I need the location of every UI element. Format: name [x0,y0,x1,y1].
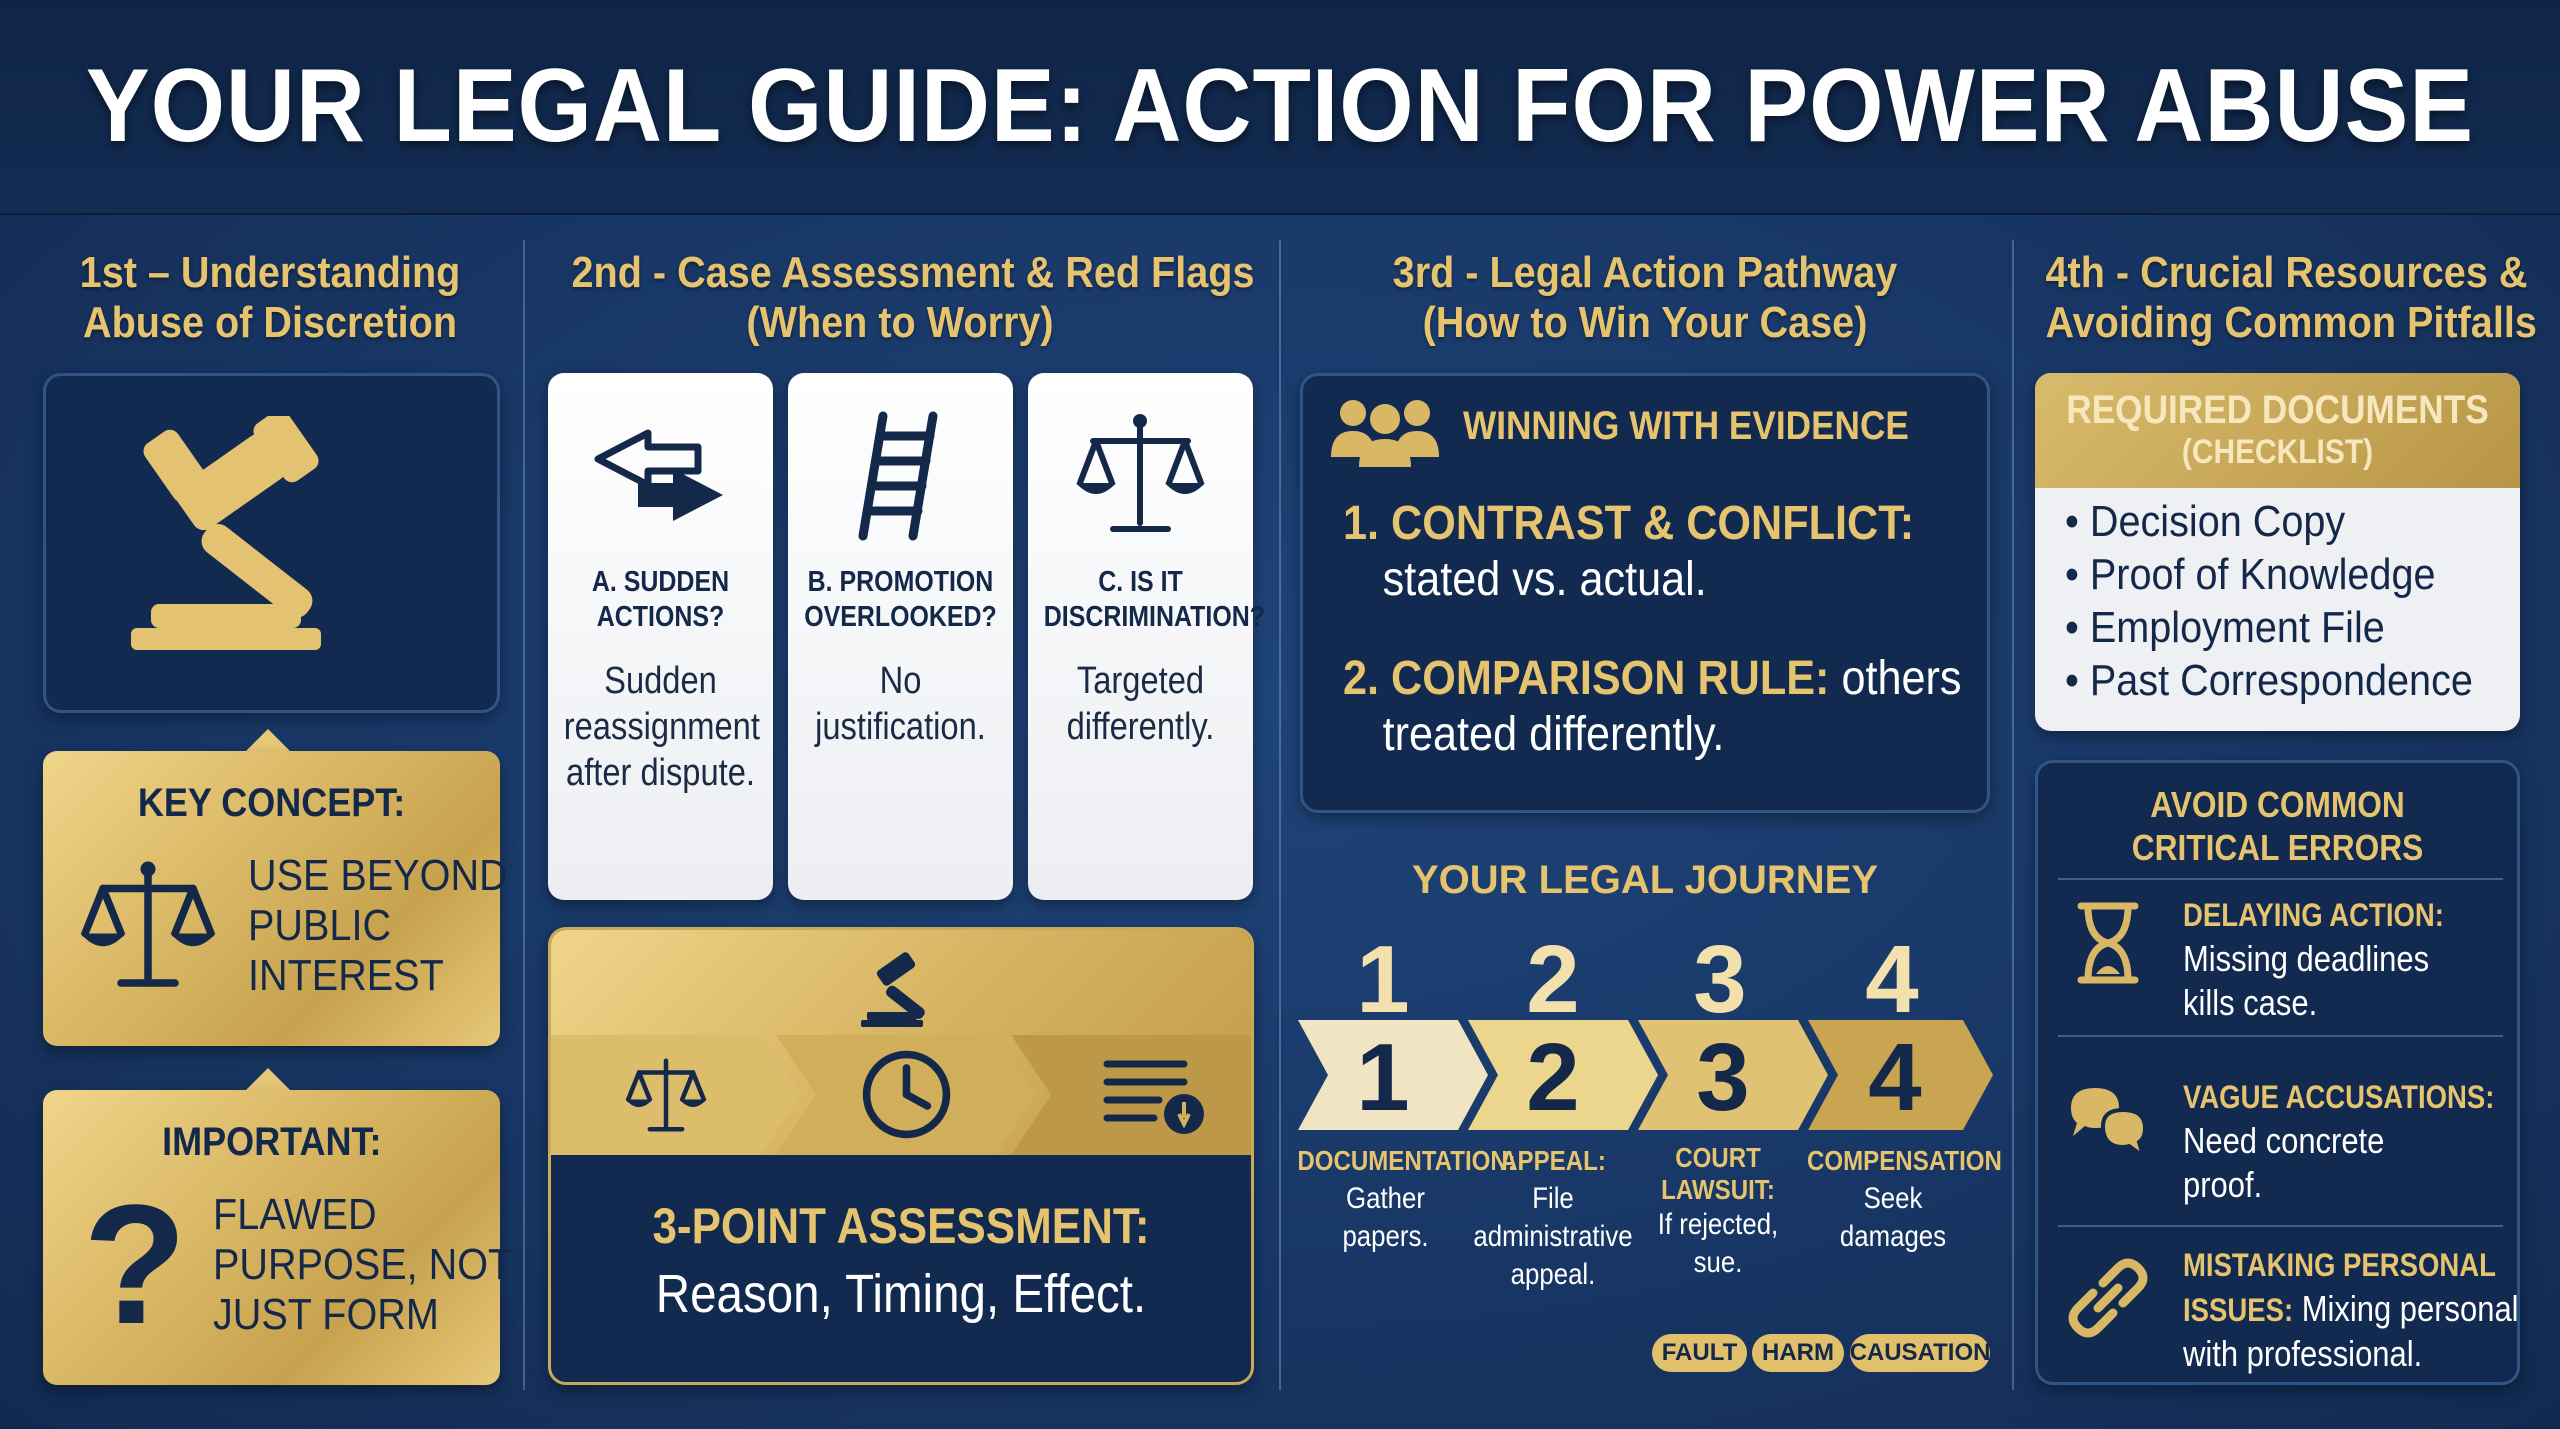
element-pill: CAUSATION [1850,1334,1990,1372]
error-item: DELAYING ACTION: Missing deadlines kills… [2183,897,2444,1023]
journey-step: COURT LAWSUIT: If rejected, sue. [1657,1142,1779,1279]
key-concept-heading: KEY CONCEPT: [137,781,406,825]
chain-link-icon [2068,1258,2148,1338]
journey-step: DOCUMENTATION: Gather papers. [1297,1145,1516,1253]
key-concept-line: PUBLIC [248,901,392,950]
column-1-title: 1st – Understanding Abuse of Discretion [79,248,461,347]
errors-heading: AVOID COMMON CRITICAL ERRORS [2131,784,2424,868]
scales-icon [625,1058,707,1132]
step-chevron-number: 1 [1356,1024,1409,1131]
important-heading: IMPORTANT: [161,1120,382,1164]
docs-header: REQUIRED DOCUMENTS (CHECKLIST) [2035,373,2520,488]
key-concept-line: INTEREST [248,951,444,1000]
column-4-title: 4th - Crucial Resources & Avoiding Commo… [2045,248,2537,347]
evidence-item: 2. COMPARISON RULE: others treated diffe… [1343,652,1962,761]
gavel-panel [43,373,500,713]
step-number: 2 [1526,926,1580,1033]
scales-icon [1076,414,1205,532]
element-pill: HARM [1752,1334,1844,1372]
divider [2058,1225,2503,1227]
document-icon [1103,1060,1204,1134]
gavel-icon [131,416,321,650]
journey-step: COMPENSATION Seek damages [1807,1145,2002,1253]
key-concept-line: USE BEYOND [248,851,508,900]
step-chevron-number: 2 [1526,1024,1579,1131]
evidence-heading: WINNING WITH EVIDENCE [1463,404,1909,448]
header: YOUR LEGAL GUIDE: ACTION FOR POWER ABUSE [0,0,2560,215]
important-line: JUST FORM [213,1290,439,1339]
step-number: 4 [1865,926,1919,1033]
pointer-notch [246,1068,290,1090]
journey-arrows: 1 2 3 4 [1298,1020,1993,1131]
important-line: PURPOSE, NOT [213,1240,513,1289]
required-documents-panel: REQUIRED DOCUMENTS (CHECKLIST) • Decisio… [2035,373,2520,731]
key-concept-panel: KEY CONCEPT: USE BEYOND PUBLIC INTEREST [43,751,508,1046]
column-divider [1279,240,1281,1390]
list-item: • Employment File [2065,603,2385,652]
step-number: 1 [1356,926,1410,1033]
error-item: VAGUE ACCUSATIONS: Need concrete proof. [2183,1079,2495,1205]
column-2-title: 2nd - Case Assessment & Red Flags (When … [571,248,1255,347]
journey-step: APPEAL: File administrative appeal. [1473,1145,1633,1291]
hourglass-icon [2077,902,2139,984]
list-item: • Past Correspondence [2065,656,2473,705]
assessment-icon-band [551,930,1251,1155]
column-divider [523,240,525,1390]
step-chevron-number: 3 [1696,1024,1749,1131]
question-icon: ? [83,1170,187,1360]
divider [2058,1035,2503,1037]
column-divider [2012,240,2014,1390]
speech-bubbles-icon [2071,1088,2148,1161]
clock-icon [862,1050,951,1139]
element-pill: FAULT [1652,1334,1747,1372]
column-3-title: 3rd - Legal Action Pathway (How to Win Y… [1392,248,1898,347]
pointer-notch [246,729,290,751]
journey-heading: YOUR LEGAL JOURNEY [1412,858,1878,902]
people-icon [1331,400,1439,467]
avoid-errors-panel: AVOID COMMON CRITICAL ERRORS DELAYING AC… [2035,760,2520,1385]
important-line: FLAWED [213,1190,377,1239]
list-item: • Proof of Knowledge [2065,550,2436,599]
list-item: • Decision Copy [2065,497,2346,546]
evidence-panel: WINNING WITH EVIDENCE 1. CONTRAST & CONF… [1300,373,1990,813]
important-panel: IMPORTANT: ? FLAWED PURPOSE, NOT JUST FO… [43,1090,512,1385]
assessment-text: Reason, Timing, Effect. [655,1264,1147,1324]
swap-arrows-icon [594,429,723,521]
gavel-icon [861,952,925,1027]
step-number: 3 [1693,926,1747,1033]
assessment-panel: 3-POINT ASSESSMENT: Reason, Timing, Effe… [548,927,1254,1385]
step-chevron-number: 4 [1868,1024,1921,1131]
evidence-item: 1. CONTRAST & CONFLICT: stated vs. actua… [1343,497,1915,606]
divider [2058,878,2503,880]
error-item: MISTAKING PERSONAL ISSUES: Mixing person… [2183,1247,2519,1374]
docs-checklist: • Decision Copy • Proof of Knowledge • E… [2065,495,2518,707]
ladder-icon [858,411,938,541]
page-title: YOUR LEGAL GUIDE: ACTION FOR POWER ABUSE [85,48,2475,164]
scales-icon [80,861,216,987]
assessment-heading: 3-POINT ASSESSMENT: [652,1198,1150,1254]
